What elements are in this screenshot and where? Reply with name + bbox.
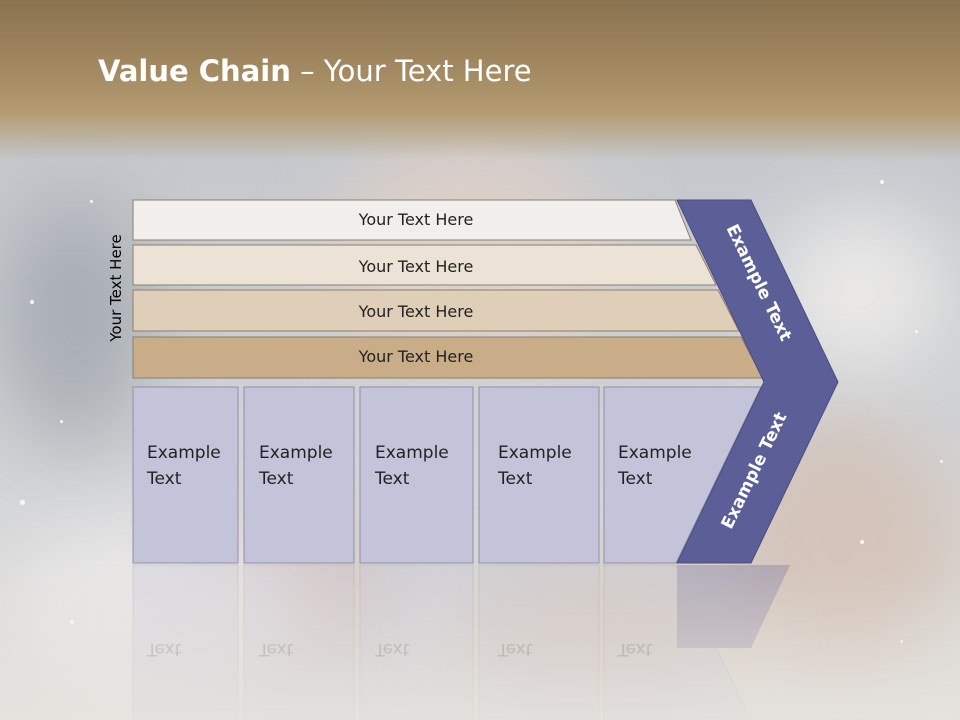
slide-title-rest: – Your Text Here (290, 54, 532, 88)
activity-box-2-line1: Example (259, 443, 333, 463)
activity-box-3[interactable]: Example Text (359, 386, 474, 564)
activity-box-5-line2: Text (617, 469, 653, 489)
activity-box-4-line2: Text (497, 469, 533, 489)
support-bar-3[interactable]: Your Text Here (132, 289, 740, 332)
activity-box-3-line1: Example (375, 443, 449, 463)
slide-title: Value Chain – Your Text Here (98, 54, 532, 88)
activity-box-1[interactable]: Example Text (132, 386, 239, 564)
activity-box-2[interactable]: Example Text (243, 386, 355, 564)
title-band (0, 0, 960, 160)
support-bar-2[interactable]: Your Text Here (132, 244, 717, 286)
slide-title-bold: Value Chain (98, 54, 291, 88)
support-bar-1[interactable]: Your Text Here (132, 199, 692, 241)
activity-box-3-line2: Text (374, 469, 410, 489)
diagram-group: Your Text Here Your Text Here Your Text … (132, 199, 839, 564)
reflection-fade (0, 566, 960, 720)
activity-box-5[interactable]: Example Text (603, 386, 762, 564)
support-bar-3-label: Your Text Here (358, 302, 474, 321)
support-bar-4-label: Your Text Here (358, 347, 474, 366)
activity-box-4[interactable]: Example Text (478, 386, 600, 564)
activity-box-1-line2: Text (146, 469, 182, 489)
support-bar-1-label: Your Text Here (358, 210, 474, 229)
activity-box-2-line2: Text (258, 469, 294, 489)
support-bar-2-label: Your Text Here (358, 257, 474, 276)
activity-box-1-line1: Example (147, 443, 221, 463)
support-bar-4[interactable]: Your Text Here (132, 336, 764, 379)
activity-box-5-line1: Example (618, 443, 692, 463)
activity-box-4-line1: Example (498, 443, 572, 463)
